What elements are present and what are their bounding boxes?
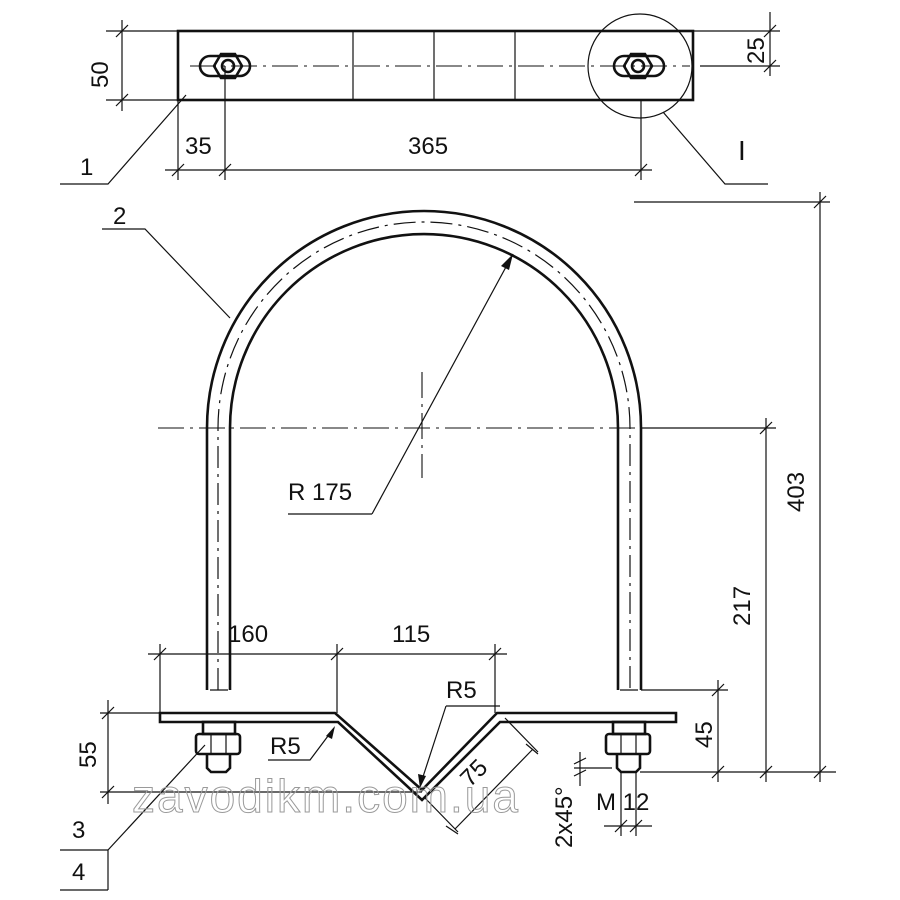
dim-tick: [330, 647, 344, 661]
dim-tick: [153, 647, 167, 661]
callout-2: 2: [113, 203, 126, 230]
front-view: R 175 2 403 217 45 160 115: [60, 192, 836, 891]
detail-leader: [662, 111, 768, 185]
dim-tick: [813, 765, 827, 779]
dim-plate-height: 50: [87, 61, 114, 88]
dim-v-radius-side: R5: [270, 733, 301, 760]
callout-leader-3-4: [107, 744, 206, 851]
dim-thread-length: 45: [691, 721, 718, 748]
dim-line: [454, 748, 534, 830]
bolt-circle: [630, 58, 646, 74]
ext-line: [423, 796, 459, 833]
r5-side-leader: [268, 727, 335, 761]
bolt-end: [205, 754, 232, 774]
r5-leader: [419, 705, 447, 787]
dim-tick: [614, 819, 628, 833]
base-plate-v: [158, 711, 678, 802]
dim-tick: [573, 757, 587, 765]
dim-plate-depth: 55: [75, 741, 102, 768]
dim-tick: [101, 706, 115, 720]
dim-tick: [115, 24, 129, 38]
dim-radius: R 175: [288, 479, 352, 506]
left-bolt-nuts: [194, 720, 242, 774]
radius-arrowhead: [501, 254, 513, 270]
callout-leader-2: [102, 228, 231, 319]
detail-circle: [587, 13, 693, 119]
dim-slot-offset: 25: [743, 37, 770, 64]
dim-straight-height: 217: [729, 586, 756, 626]
dim-tick: [525, 743, 539, 755]
dim-tick: [711, 765, 725, 779]
dim-tick: [171, 163, 185, 177]
right-bolt-nuts: [604, 720, 652, 774]
callout-1: 1: [80, 154, 93, 181]
dim-tick: [813, 195, 827, 209]
dim-tick: [759, 765, 773, 779]
dim-tick: [101, 785, 115, 799]
dim-chamfer: 2x45°: [551, 786, 578, 848]
dim-thread: M 12: [596, 789, 649, 816]
dim-tick: [759, 421, 773, 435]
dim-tick: [629, 819, 643, 833]
dim-tick: [445, 825, 459, 835]
dim-tick: [115, 93, 129, 107]
dim-tick: [763, 24, 777, 38]
dim-tick: [573, 769, 587, 777]
bolt-circle: [220, 58, 236, 74]
washer: [201, 720, 237, 736]
u-bolt-inner-edge: [228, 232, 620, 690]
right-slot-nut: [612, 52, 666, 80]
callout-leader-1: [60, 94, 187, 185]
dim-overall-height: 403: [783, 472, 810, 512]
nut-hexagon: [622, 52, 654, 80]
callout-4: 4: [72, 859, 85, 886]
dim-v-width: 115: [392, 621, 430, 648]
dim-slot-spacing: 365: [408, 133, 448, 160]
r5-arrowhead: [418, 774, 426, 788]
dim-tick: [634, 163, 648, 177]
u-bolt-outer-edge: [205, 209, 643, 690]
dim-tick: [763, 59, 777, 73]
ext-line: [504, 717, 539, 753]
top-view: I 50 25 35 365 1: [60, 12, 780, 185]
u-bolt-axis: [217, 221, 631, 690]
dim-v-radius-top: R5: [446, 677, 477, 704]
dim-tick: [218, 163, 232, 177]
nut-hexagon: [212, 52, 244, 80]
r5-side-arrowhead: [326, 726, 335, 739]
dim-tick: [488, 647, 502, 661]
watermark: zavodikm.com.ua: [132, 770, 520, 822]
bolt-end: [615, 754, 642, 774]
dim-tick: [711, 683, 725, 697]
nut-lower: [194, 732, 242, 756]
washer: [611, 720, 647, 736]
callout-3: 3: [72, 817, 85, 844]
slot-outline: [612, 54, 666, 78]
dim-half-width: 160: [228, 621, 268, 648]
nut-lower: [604, 732, 652, 756]
radius-leader: [371, 253, 514, 515]
detail-label: I: [738, 135, 746, 166]
dim-edge-to-slot: 35: [185, 133, 212, 160]
top-plate-outline: [176, 29, 695, 102]
